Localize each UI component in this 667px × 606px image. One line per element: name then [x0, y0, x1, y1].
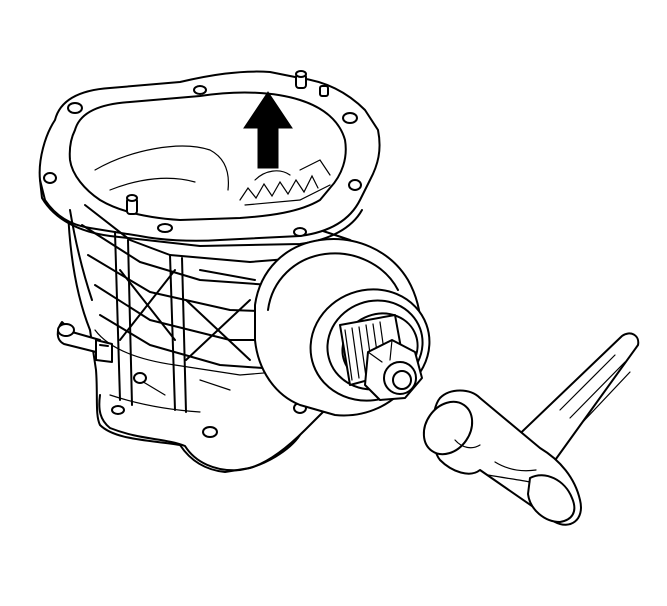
flange-outer [38, 70, 381, 242]
hammer-face [422, 400, 474, 456]
hammer [422, 332, 640, 526]
internal-gears [239, 159, 331, 206]
flange-inner-rim [68, 91, 347, 221]
dowel-pins [126, 70, 329, 215]
direction-arrow [243, 91, 293, 169]
housing-base [98, 394, 301, 472]
flange-cavity [94, 145, 230, 191]
tube-fitting [56, 321, 113, 363]
arrow-up-icon [243, 91, 293, 169]
housing-inner-wall [94, 329, 301, 376]
hammer-handle [504, 332, 640, 471]
flange-bolt-holes [43, 85, 362, 237]
bell-flange [38, 70, 381, 247]
case-ribs [69, 204, 301, 413]
hammer-peen [527, 474, 576, 523]
shaft-nut [364, 339, 423, 401]
